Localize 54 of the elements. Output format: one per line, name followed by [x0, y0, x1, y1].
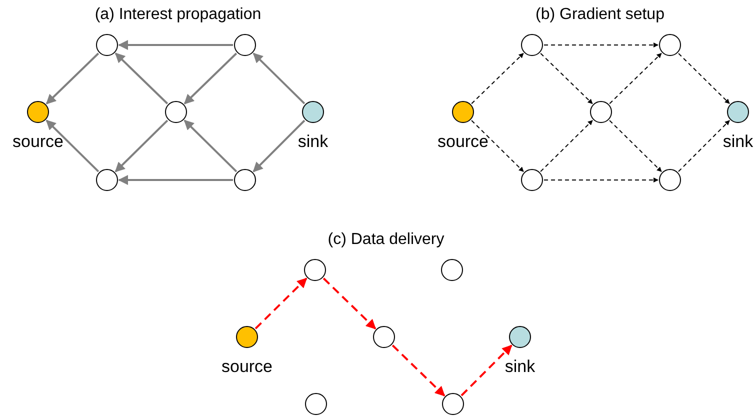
arrow [252, 120, 306, 172]
network-node [304, 259, 326, 281]
network-node [96, 169, 118, 191]
network-node [27, 101, 49, 123]
arrow [184, 52, 238, 104]
network-node [590, 101, 612, 123]
network-node [236, 326, 258, 348]
arrow [678, 52, 730, 104]
arrow [540, 120, 593, 172]
arrow [118, 40, 233, 50]
network-node [305, 393, 327, 415]
arrow [114, 120, 168, 172]
node-caption: sink [298, 133, 328, 150]
node-caption: source [12, 133, 64, 150]
arrow [460, 344, 512, 396]
network-node [659, 169, 681, 191]
arrow [392, 344, 446, 396]
arrow [540, 52, 593, 104]
node-caption: sink [504, 358, 536, 375]
network-node [302, 101, 324, 123]
panel-title: (a) Interest propagation [94, 7, 262, 23]
arrow [471, 52, 524, 104]
node-caption: source [437, 133, 489, 150]
network-node [441, 259, 463, 281]
network-node [727, 101, 749, 123]
network-node [521, 34, 543, 56]
network-node [521, 169, 543, 191]
panel-title: (c) Data delivery [328, 232, 444, 248]
network-node [509, 326, 531, 348]
arrow [322, 278, 376, 330]
network-node [165, 101, 187, 123]
node-caption: source [221, 358, 273, 375]
arrow [544, 42, 658, 48]
arrow [46, 52, 100, 104]
arrow [252, 52, 306, 104]
arrow [184, 120, 238, 172]
network-node [234, 34, 256, 56]
network-node [452, 101, 474, 123]
arrow [544, 178, 658, 182]
arrow [114, 52, 168, 104]
arrow [471, 120, 524, 172]
arrow [46, 120, 100, 172]
network-node [234, 169, 256, 191]
network-node [96, 34, 118, 56]
arrow [609, 52, 662, 104]
node-caption: sink [722, 133, 754, 150]
network-node [442, 393, 464, 415]
arrow [118, 175, 233, 185]
arrow [254, 278, 308, 330]
arrow [609, 120, 662, 172]
network-node [659, 34, 681, 56]
arrow [678, 120, 730, 172]
panel-title: (b) Gradient setup [536, 7, 664, 23]
network-node [373, 326, 395, 348]
